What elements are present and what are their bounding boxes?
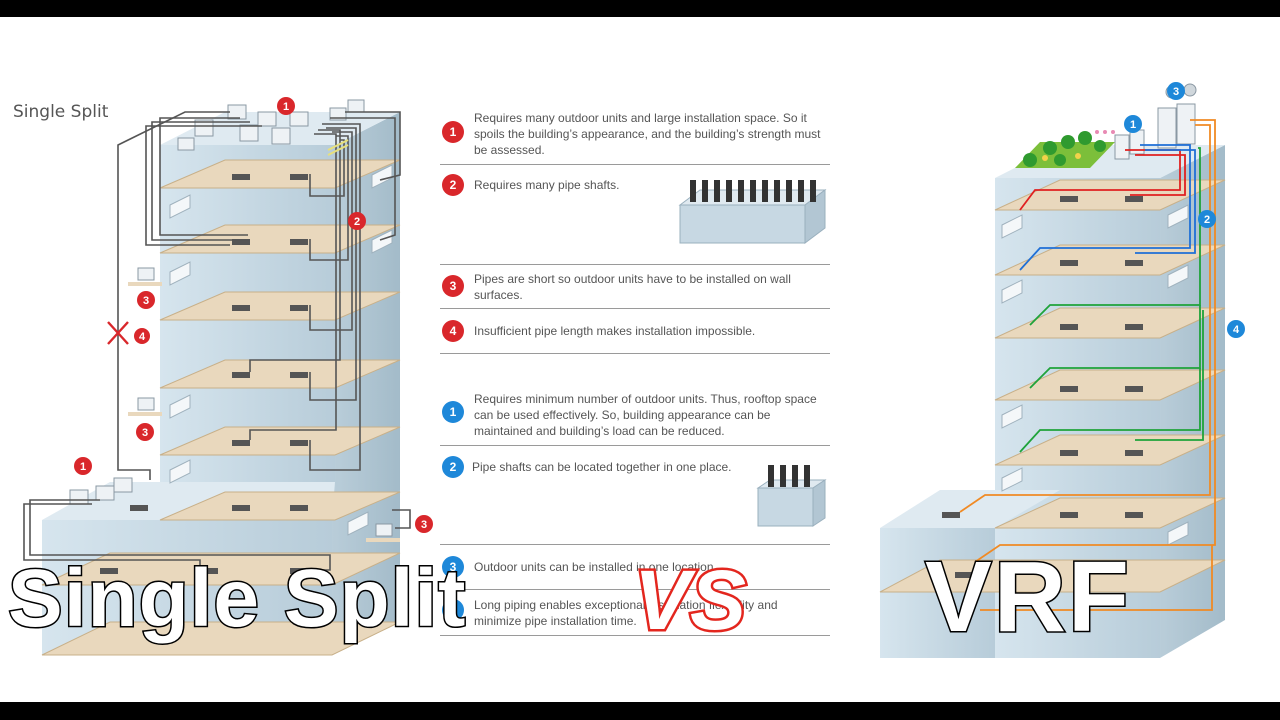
note-marker: 1 [442,121,464,143]
note-text: Requires many outdoor units and large in… [474,111,821,157]
pipe-shaft-illustration-many [678,180,827,244]
svg-text:1: 1 [80,461,86,473]
note-text: Outdoor units can be installed in one lo… [474,560,717,574]
callout-badge: 2 [1198,210,1216,228]
callout-badge: 1 [74,457,92,475]
title-vs: VS [631,551,748,650]
callout-badge: 1 [1124,115,1142,133]
note-text: Pipe shafts can be located together in o… [472,460,732,474]
note-text: Long piping enables exceptional installa… [474,598,778,628]
letterbox-bottom [0,702,1280,720]
vrf-pipes [959,119,1216,611]
svg-text:4: 4 [1233,324,1240,336]
vrf-wall-units [1001,204,1189,546]
indoor-units [100,174,308,574]
vrf-podium-front [880,528,995,658]
callout-badge: 3 [137,291,155,309]
note-marker: 2 [442,174,464,196]
svg-text:3: 3 [421,519,427,531]
svg-text:2: 2 [354,216,360,228]
svg-text:3: 3 [143,295,149,307]
vrf-indoor-units [942,196,1143,578]
svg-text:4: 4 [139,331,146,343]
callout-badges: 1 2 3 4 3 1 3 3 1 2 4 [74,82,1245,533]
svg-text:1: 1 [1130,119,1136,131]
callout-badge: 2 [348,212,366,230]
note-marker: 2 [442,456,464,478]
cross-mark-icon [107,321,129,345]
callout-badge: 3 [136,423,154,441]
note-item: 3 Pipes are short so outdoor units have … [440,264,830,309]
note-text: Requires minimum number of outdoor units… [474,392,817,438]
vrf-outdoor-units [1114,83,1197,160]
section-label: Single Split [13,102,109,122]
pipe-shaft-highlight [327,139,349,156]
note-marker: 4 [442,320,464,342]
note-item: 4 Long piping enables exceptional instal… [440,589,830,636]
vrf-building [879,83,1226,658]
note-marker: 1 [442,401,464,423]
note-item: 3 Outdoor units can be installed in one … [440,544,830,590]
callout-badge: 3 [1167,82,1185,100]
svg-text:3: 3 [1173,86,1179,98]
callout-badge: 1 [277,97,295,115]
pipe-shaft-illustration-single [756,465,827,527]
wall-units [169,164,393,536]
note-item: 2 Requires many pipe shafts. [440,164,830,265]
podium-floors [41,552,401,656]
vrf-floors [879,179,1226,593]
letterbox-top [0,0,1280,17]
note-text: Insufficient pipe length makes installat… [474,324,756,338]
tower-floors [159,159,401,521]
note-marker: 4 [442,599,464,621]
vrf-podium-roof [880,490,1060,528]
title-single-split: Single Split [6,552,467,646]
svg-text:2: 2 [1204,214,1210,226]
note-item: 1 Requires minimum number of outdoor uni… [440,353,830,446]
callout-badge: 3 [415,515,433,533]
note-item: 4 Insufficient pipe length makes install… [440,308,830,354]
note-marker: 3 [442,275,464,297]
svg-text:1: 1 [283,101,289,113]
title-vrf: VRF [924,540,1131,655]
callout-badge: 4 [134,328,150,344]
refrigerant-pipes [23,111,411,571]
note-marker: 3 [442,556,464,578]
note-text: Requires many pipe shafts. [474,178,620,192]
rooftop-garden [1015,130,1115,168]
note-item: 2 Pipe shafts can be located together in… [440,445,830,545]
svg-text:3: 3 [142,427,148,439]
note-text: Pipes are short so outdoor units have to… [474,272,791,302]
note-item: 1 Requires many outdoor units and large … [440,100,830,165]
callout-badge: 4 [1227,320,1245,338]
